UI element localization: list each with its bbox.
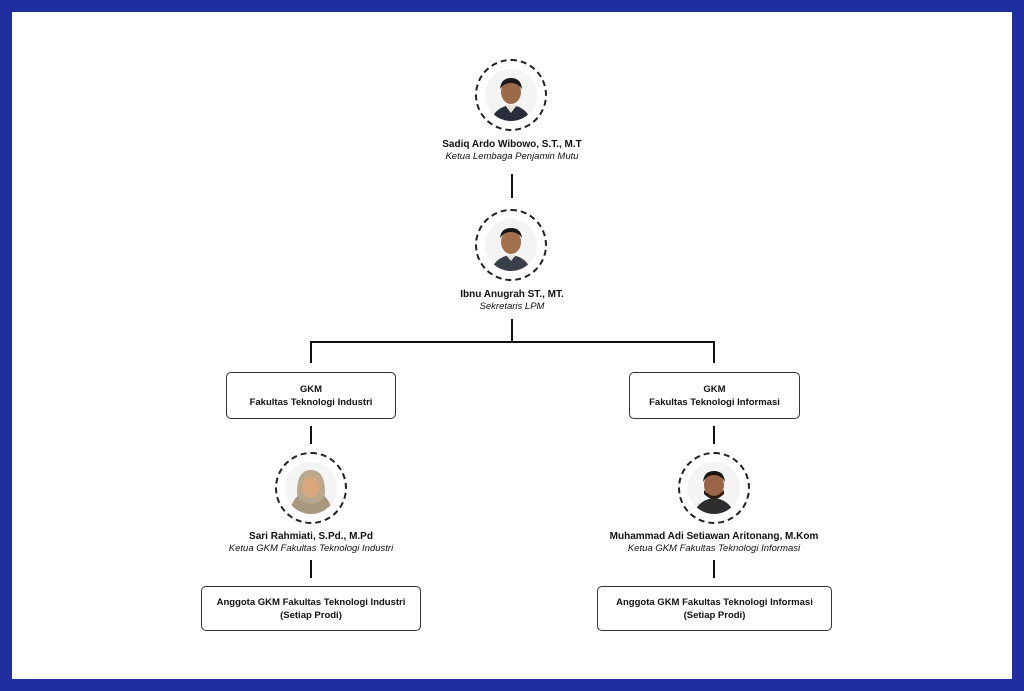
secretary-avatar bbox=[475, 209, 547, 281]
left-unit-line1: GKM bbox=[299, 383, 323, 395]
connector-top-secretary bbox=[511, 174, 513, 198]
left-members-line2: (Setiap Prodi) bbox=[280, 609, 342, 621]
person-photo-icon bbox=[285, 462, 337, 514]
left-unit-box: GKM Fakultas Teknologi Industri bbox=[226, 372, 396, 419]
right-members-line2: (Setiap Prodi) bbox=[683, 609, 746, 621]
right-members-line1: Anggota GKM Fakultas Teknologi Informasi bbox=[616, 596, 813, 608]
left-head-avatar bbox=[275, 452, 347, 524]
right-members-box: Anggota GKM Fakultas Teknologi Informasi… bbox=[597, 586, 832, 631]
left-members-line1: Anggota GKM Fakultas Teknologi Industri bbox=[216, 596, 406, 608]
left-head-title: Ketua GKM Fakultas Teknologi Industri bbox=[228, 543, 394, 554]
left-unit-line2: Fakultas Teknologi Industri bbox=[249, 396, 373, 408]
right-head-avatar bbox=[678, 452, 750, 524]
left-head-name: Sari Rahmiati, S.Pd., M.Pd bbox=[249, 531, 373, 542]
right-head-name: Muhammad Adi Setiawan Aritonang, M.Kom bbox=[609, 531, 819, 542]
connector-right-head-members bbox=[713, 560, 715, 578]
secretary-title: Sekretaris LPM bbox=[479, 301, 545, 312]
right-unit-line2: Fakultas Teknologi Informasi bbox=[649, 396, 780, 408]
right-unit-box: GKM Fakultas Teknologi Informasi bbox=[629, 372, 800, 419]
right-head-title: Ketua GKM Fakultas Teknologi Informasi bbox=[627, 543, 801, 554]
top-avatar bbox=[475, 59, 547, 131]
connector-left-unit-head bbox=[310, 426, 312, 444]
connector-secretary-branch bbox=[511, 319, 513, 342]
top-name: Sadiq Ardo Wibowo, S.T., M.T bbox=[442, 139, 582, 150]
connector-right-unit-head bbox=[713, 426, 715, 444]
connector-branch-left bbox=[310, 341, 312, 363]
org-chart: Sadiq Ardo Wibowo, S.T., M.T Ketua Lemba… bbox=[12, 12, 1012, 679]
right-unit-line1: GKM bbox=[703, 383, 726, 395]
secretary-name: Ibnu Anugrah ST., MT. bbox=[460, 289, 564, 300]
person-photo-icon bbox=[485, 219, 537, 271]
person-photo-icon bbox=[688, 462, 740, 514]
connector-branch-horizontal bbox=[310, 341, 715, 343]
top-title: Ketua Lembaga Penjamin Mutu bbox=[445, 151, 579, 162]
connector-left-head-members bbox=[310, 560, 312, 578]
connector-branch-right bbox=[713, 341, 715, 363]
person-photo-icon bbox=[485, 69, 537, 121]
left-members-box: Anggota GKM Fakultas Teknologi Industri … bbox=[201, 586, 421, 631]
